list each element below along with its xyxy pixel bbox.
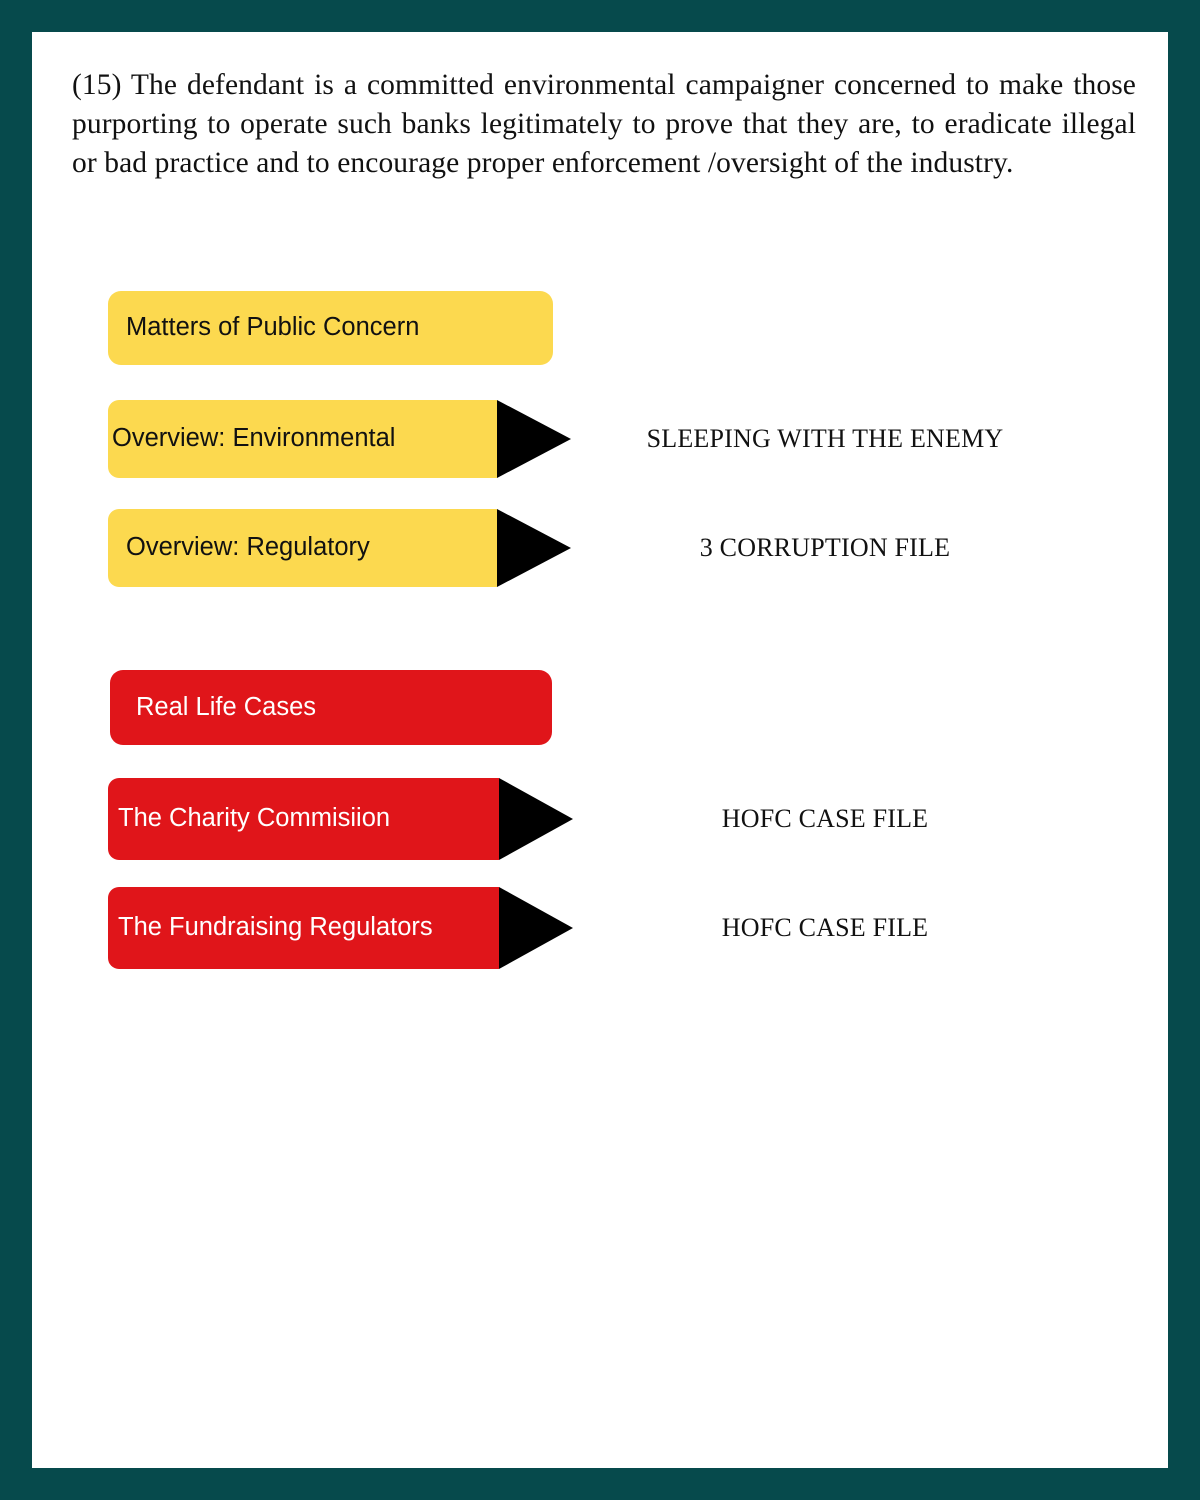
process-box-label: Matters of Public Concern xyxy=(126,313,420,342)
side-label-sleeping-with-the-enemy: SLEEPING WITH THE ENEMY xyxy=(646,424,1004,453)
process-box-label: The Fundraising Regulators xyxy=(118,913,433,942)
process-box-the-charity-commisiion[interactable]: The Charity Commisiion xyxy=(108,778,573,860)
process-box-label: The Charity Commisiion xyxy=(118,804,391,833)
document-page: (15) The defendant is a committed enviro… xyxy=(32,32,1168,1468)
arrow-right-icon xyxy=(499,778,573,860)
box-body: The Fundraising Regulators xyxy=(108,887,499,969)
process-box-the-fundraising-regulators[interactable]: The Fundraising Regulators xyxy=(108,887,573,969)
arrow-right-icon xyxy=(499,887,573,969)
side-label-3-corruption-file: 3 CORRUPTION FILE xyxy=(699,533,951,562)
arrow-right-icon xyxy=(497,509,571,587)
side-label-hofc-case-file-charity: HOFC CASE FILE xyxy=(721,804,929,833)
box-body: Matters of Public Concern xyxy=(108,291,553,365)
process-box-label: Real Life Cases xyxy=(136,692,317,721)
box-body: The Charity Commisiion xyxy=(108,778,499,860)
process-box-label: Overview: Regulatory xyxy=(126,533,370,562)
box-body: Real Life Cases xyxy=(110,670,552,745)
arrow-right-icon xyxy=(497,400,571,478)
body-paragraph: (15) The defendant is a committed enviro… xyxy=(72,69,1136,179)
process-box-label: Overview: Environmental xyxy=(112,424,396,453)
process-box-matters-of-public-concern[interactable]: Matters of Public Concern xyxy=(108,291,553,365)
process-box-real-life-cases[interactable]: Real Life Cases xyxy=(110,670,552,745)
box-body: Overview: Environmental xyxy=(108,400,497,478)
box-body: Overview: Regulatory xyxy=(108,509,497,587)
side-label-hofc-case-file-fundraising: HOFC CASE FILE xyxy=(721,913,929,942)
process-box-overview-environmental[interactable]: Overview: Environmental xyxy=(108,400,571,478)
process-box-overview-regulatory[interactable]: Overview: Regulatory xyxy=(108,509,571,587)
